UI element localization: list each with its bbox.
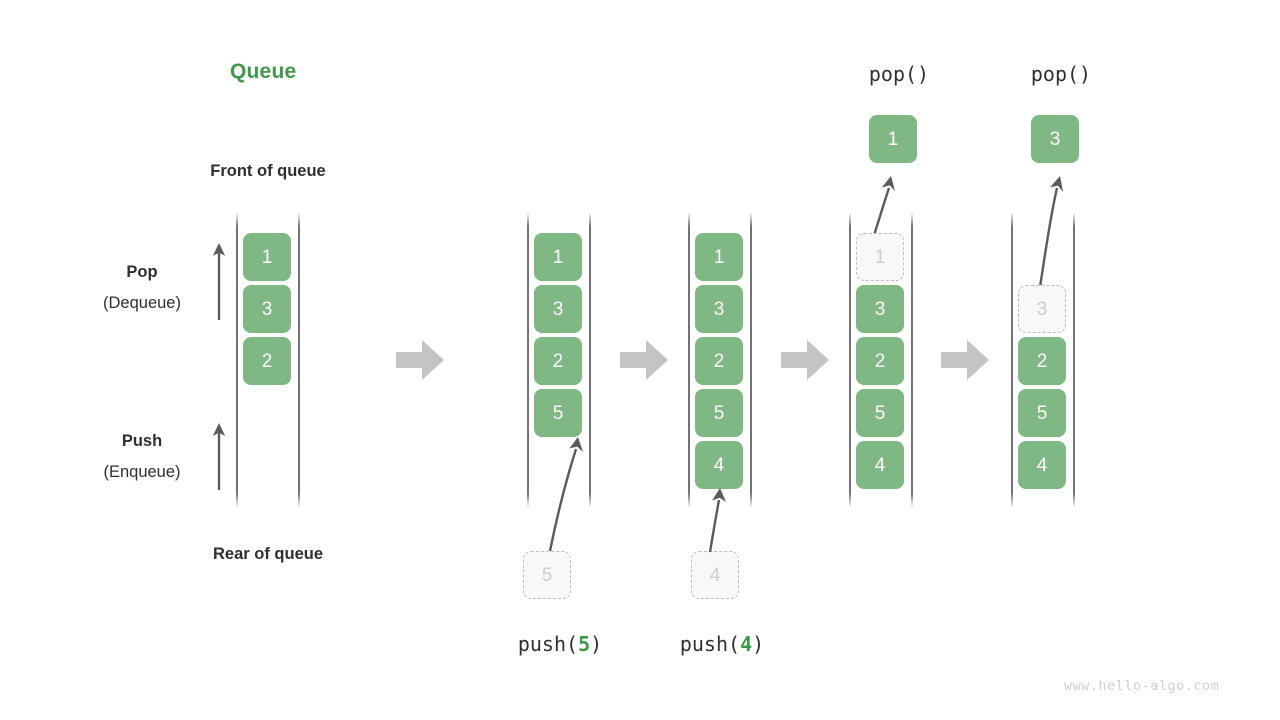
enqueue-motion-arrow-icon xyxy=(548,437,583,552)
queue-rail-left xyxy=(236,212,238,508)
queue-cell: 1 xyxy=(243,233,291,281)
queue-rail-left xyxy=(1011,212,1013,508)
op-suffix: ) xyxy=(590,632,603,656)
transition-arrow-icon xyxy=(620,340,668,380)
operation-label-pop-1: pop() xyxy=(868,62,930,86)
vacated-slot: 1 xyxy=(856,233,904,281)
queue-cell: 3 xyxy=(695,285,743,333)
operation-label-push-4: push(4) xyxy=(648,632,796,656)
queue-rail-left xyxy=(527,212,529,508)
queue-rail-right xyxy=(750,212,752,508)
op-arg: 4 xyxy=(740,632,753,656)
queue-cell: 1 xyxy=(695,233,743,281)
queue-cell: 5 xyxy=(856,389,904,437)
vacated-slot: 3 xyxy=(1018,285,1066,333)
queue-cell: 4 xyxy=(856,441,904,489)
push-label: Push xyxy=(121,432,163,450)
pop-label: Pop xyxy=(126,263,158,281)
diagram-title: Queue xyxy=(230,60,297,83)
op-suffix: ) xyxy=(752,632,765,656)
queue-rail-right xyxy=(589,212,591,508)
queue-cell: 3 xyxy=(534,285,582,333)
queue-cell: 3 xyxy=(243,285,291,333)
queue-rail-left xyxy=(849,212,851,508)
op-arg: 5 xyxy=(578,632,591,656)
queue-rail-right xyxy=(911,212,913,508)
queue-cell: 2 xyxy=(856,337,904,385)
push-direction-arrow-icon xyxy=(212,423,226,490)
rear-of-queue-label: Rear of queue xyxy=(212,545,324,563)
queue-cell: 4 xyxy=(695,441,743,489)
op-prefix: push( xyxy=(679,632,741,656)
op-prefix: push( xyxy=(517,632,579,656)
operation-label-push-5: push(5) xyxy=(486,632,634,656)
queue-cell: 1 xyxy=(534,233,582,281)
queue-cell: 2 xyxy=(534,337,582,385)
queue-rail-right xyxy=(298,212,300,508)
queue-cell: 3 xyxy=(856,285,904,333)
queue-cell: 5 xyxy=(1018,389,1066,437)
transition-arrow-icon xyxy=(396,340,444,380)
queue-cell: 2 xyxy=(1018,337,1066,385)
incoming-element: 4 xyxy=(691,551,739,599)
queue-cell: 5 xyxy=(534,389,582,437)
queue-cell: 5 xyxy=(695,389,743,437)
transition-arrow-icon xyxy=(781,340,829,380)
pop-sublabel: (Dequeue) xyxy=(103,294,181,312)
pop-direction-arrow-icon xyxy=(212,243,226,320)
popped-element: 3 xyxy=(1031,115,1079,163)
incoming-element: 5 xyxy=(523,551,571,599)
push-sublabel: (Enqueue) xyxy=(103,463,181,481)
queue-rail-right xyxy=(1073,212,1075,508)
queue-cell: 2 xyxy=(243,337,291,385)
transition-arrow-icon xyxy=(941,340,989,380)
enqueue-motion-arrow-icon xyxy=(708,488,726,553)
popped-element: 1 xyxy=(869,115,917,163)
watermark: www.hello-algo.com xyxy=(1064,678,1220,694)
queue-cell: 4 xyxy=(1018,441,1066,489)
operation-label-pop-3: pop() xyxy=(1030,62,1092,86)
queue-rail-left xyxy=(688,212,690,508)
front-of-queue-label: Front of queue xyxy=(210,162,326,180)
queue-cell: 2 xyxy=(695,337,743,385)
